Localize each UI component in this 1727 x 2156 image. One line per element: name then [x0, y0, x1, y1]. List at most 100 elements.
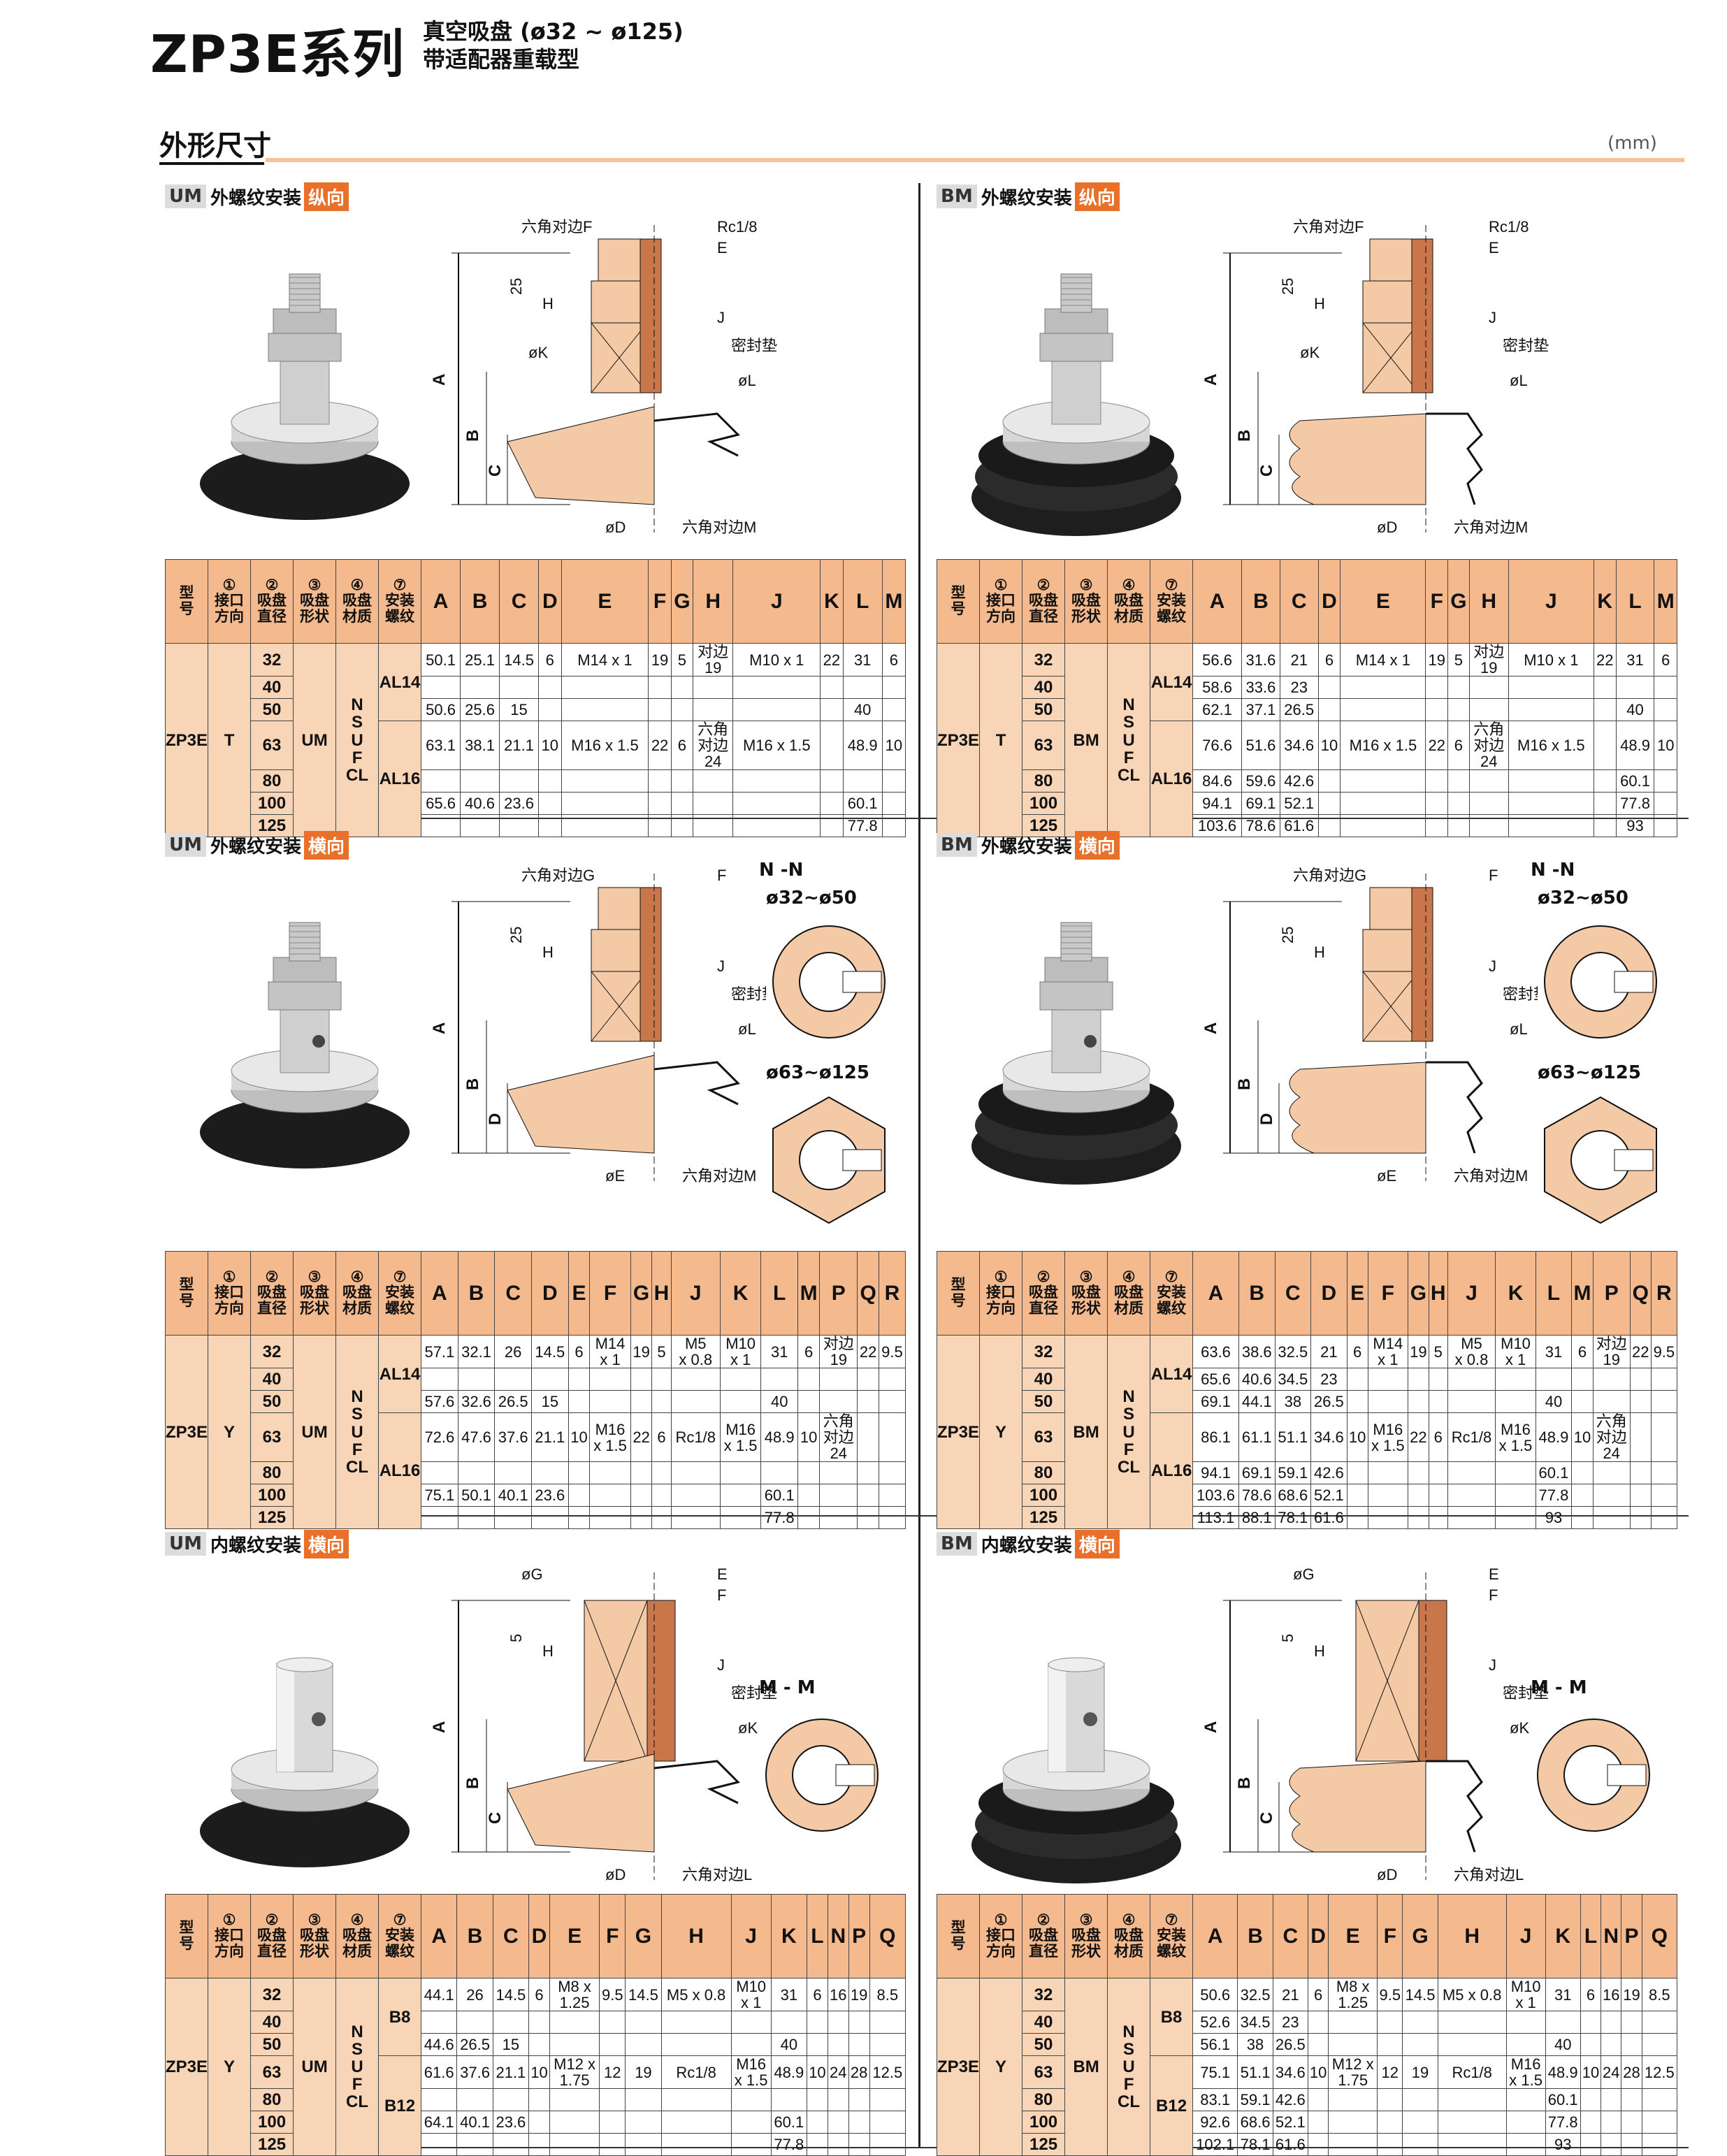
cell-G: 6 — [670, 721, 693, 771]
cell-C: 26.5 — [1279, 698, 1319, 722]
cell-L: 31 — [1535, 1334, 1573, 1369]
header-col-P: P — [1621, 1894, 1642, 1978]
cell-C: 34.6 — [1272, 2055, 1308, 2090]
cell-H — [1437, 2133, 1507, 2156]
cell-K: 40 — [1545, 2033, 1581, 2057]
product-photo — [179, 916, 431, 1226]
row-divider-3 — [165, 2147, 1689, 2148]
cell-E: M16 x 1.5 — [1340, 721, 1426, 771]
label-rc: F — [717, 867, 726, 884]
header-col-F: F — [1377, 1894, 1403, 1978]
header-col-E: E — [549, 1894, 600, 1978]
cell-B: 88.1 — [1238, 1506, 1276, 1530]
dim-C: C — [1257, 465, 1276, 477]
cell-shape: UM — [293, 1977, 337, 2156]
header-col-B: B — [1237, 1894, 1273, 1978]
cell-M — [1654, 676, 1677, 700]
cell-H: 5 — [1428, 1334, 1448, 1369]
cell-G — [625, 2088, 662, 2112]
panel-mount: 外螺纹安装 — [981, 187, 1072, 209]
cell-C — [492, 2011, 530, 2034]
cell-thread: AL16 — [1150, 721, 1194, 838]
cell-P — [819, 1506, 858, 1530]
cell-E — [1328, 2111, 1378, 2134]
label-rc: E — [717, 1565, 728, 1583]
label-E: F — [717, 1586, 726, 1604]
cell-J — [730, 2033, 772, 2057]
cell-H — [1468, 676, 1509, 700]
panel-direction: 横向 — [1074, 1529, 1120, 1558]
cell-M: 10 — [1654, 721, 1677, 771]
cell-C: 42.6 — [1272, 2088, 1308, 2112]
cell-H: Rc1/8 — [660, 2055, 732, 2090]
cell-E — [1340, 792, 1426, 816]
label-seal: 密封垫 — [731, 337, 777, 354]
cell-K — [820, 814, 844, 838]
cell-K — [1593, 698, 1617, 722]
cell-size: 125 — [1022, 814, 1066, 838]
cell-J — [1447, 1368, 1496, 1391]
cell-P — [1621, 2033, 1642, 2057]
dim-A: A — [431, 1721, 449, 1733]
header-col-E: E — [1328, 1894, 1378, 1978]
cell-F — [1367, 1390, 1408, 1414]
cell-G: 19 — [630, 1334, 653, 1369]
cell-Q — [1629, 1461, 1652, 1485]
header-col-G: G — [1407, 1251, 1429, 1336]
cell-A: 50.6 — [421, 698, 461, 722]
cell-A: 75.1 — [421, 1484, 458, 1507]
label-E: F — [1489, 1586, 1498, 1604]
header-col-L: L — [1615, 559, 1655, 644]
cell-size: 40 — [1022, 676, 1066, 700]
cell-P — [1592, 1390, 1631, 1414]
label-H: H — [542, 295, 554, 312]
cell-J — [1508, 792, 1594, 816]
cell-A: 94.1 — [1192, 792, 1243, 816]
cell-A: 50.6 — [1192, 1977, 1238, 2012]
row-divider-2 — [165, 1515, 1689, 1517]
cell-G — [1447, 769, 1470, 793]
cell-K — [820, 698, 844, 722]
cell-H — [660, 2088, 732, 2112]
cell-H: Rc1/8 — [1437, 2055, 1507, 2090]
cell-D: 10 — [1307, 2055, 1329, 2090]
label-hex-top: 六角对边G — [1293, 867, 1366, 884]
cell-model: ZP3E — [936, 1334, 981, 1530]
cell-size: 40 — [250, 676, 294, 700]
cell-G — [670, 698, 693, 722]
cell-M — [1654, 792, 1677, 816]
cell-C: 40.1 — [494, 1484, 532, 1507]
header-col-P: P — [1592, 1251, 1631, 1336]
cell-E — [1346, 1390, 1368, 1414]
header-col-A: A — [1192, 1251, 1239, 1336]
cell-K: 22 — [1593, 642, 1617, 677]
cell-A: 84.6 — [1192, 769, 1243, 793]
cell-H: 6 — [651, 1412, 672, 1463]
cell-L — [807, 2088, 828, 2112]
cell-R — [1650, 1484, 1678, 1507]
cell-C: 37.6 — [494, 1412, 532, 1463]
cell-Q: 12.5 — [1641, 2055, 1678, 2090]
cell-J — [1508, 814, 1594, 838]
cell-A — [421, 1368, 458, 1391]
cell-Q — [1629, 1368, 1652, 1391]
cell-size: 63 — [1022, 1412, 1066, 1463]
cell-direction: T — [979, 642, 1023, 838]
cell-M — [1654, 769, 1677, 793]
header-model: 型号 — [164, 559, 209, 644]
cell-E — [568, 1368, 591, 1391]
cell-L — [760, 1461, 799, 1485]
cell-P: 19 — [1621, 1977, 1642, 2012]
